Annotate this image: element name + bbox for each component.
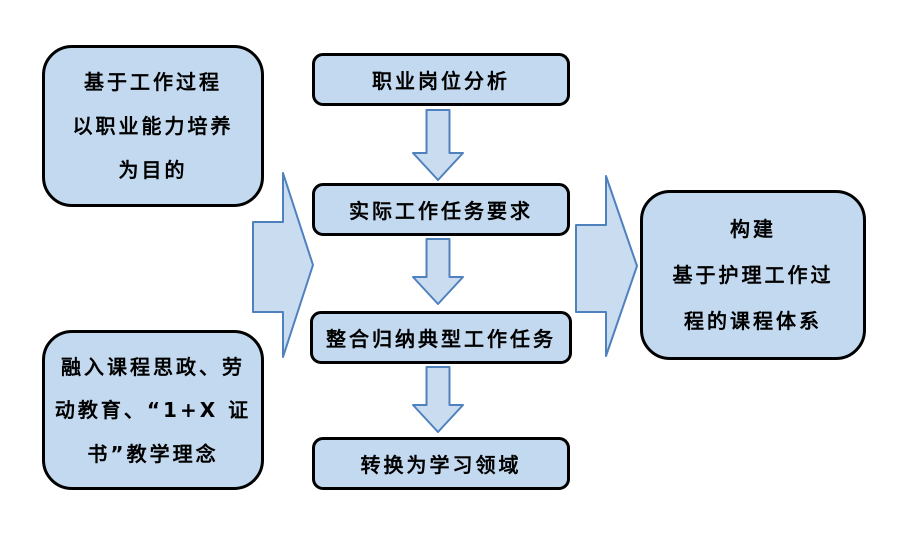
big-right-arrow-right — [575, 175, 638, 357]
down-arrow-2 — [412, 238, 464, 305]
result-box-line-1: 构建 — [730, 217, 776, 241]
big-right-arrow-left — [252, 172, 314, 358]
principle-box-2-line-2: 动教育、“1+X 证 — [54, 398, 252, 422]
down-arrow-1 — [412, 109, 464, 181]
principle-box-1-line-2: 以职业能力培养 — [72, 114, 234, 138]
process-step-learning-fields: 转换为学习领域 — [312, 437, 570, 490]
principle-box-2-line-1: 融入课程思政、劳 — [61, 354, 245, 379]
result-box-line-3: 程的课程体系 — [684, 309, 822, 333]
principle-box-2-line-3: 书”教学理念 — [87, 441, 219, 466]
principle-box-1-line-1: 基于工作过程 — [84, 70, 222, 94]
down-arrow-3 — [412, 366, 464, 433]
principle-box-ideology: 融入课程思政、劳 动教育、“1+X 证 书”教学理念 — [42, 330, 264, 490]
process-step-task-requirements: 实际工作任务要求 — [312, 183, 570, 236]
principle-box-work-process: 基于工作过程 以职业能力培养 为目的 — [42, 45, 264, 207]
process-step-1-label: 职业岗位分析 — [372, 69, 510, 93]
process-step-3-label: 整合归纳典型工作任务 — [326, 327, 556, 351]
process-step-4-label: 转换为学习领域 — [360, 453, 522, 477]
principle-box-1-line-3: 为目的 — [118, 158, 188, 182]
result-box-curriculum-system: 构建 基于护理工作过 程的课程体系 — [640, 190, 866, 360]
process-step-2-label: 实际工作任务要求 — [349, 199, 533, 223]
result-box-line-2: 基于护理工作过 — [672, 263, 834, 287]
process-step-typical-tasks: 整合归纳典型工作任务 — [310, 311, 572, 364]
process-step-job-analysis: 职业岗位分析 — [312, 53, 570, 106]
